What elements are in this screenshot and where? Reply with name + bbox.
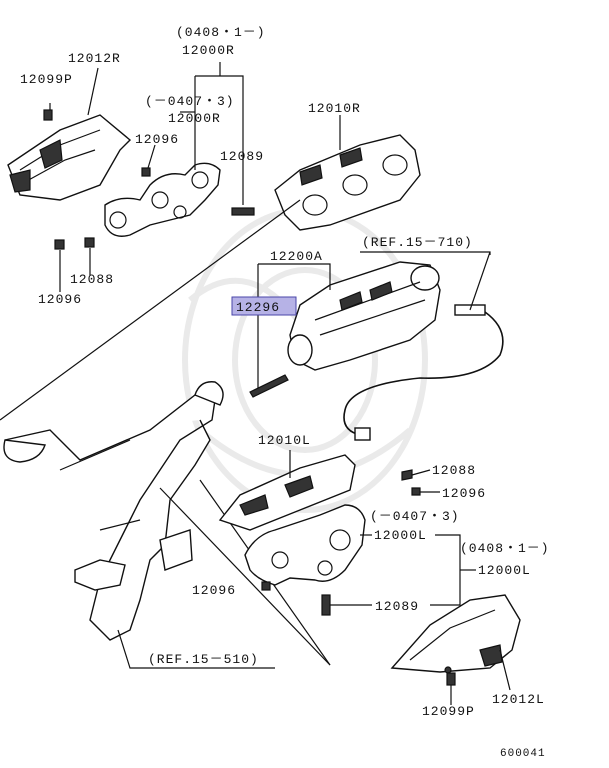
washer-12088-left bbox=[84, 237, 95, 248]
label-12000r-old: 12000R bbox=[168, 111, 221, 126]
leader bbox=[258, 263, 331, 290]
label-date-range-3: (－0407・3) bbox=[370, 509, 460, 524]
label-12200a: 12200A bbox=[270, 249, 323, 264]
leader bbox=[195, 75, 244, 205]
heat-shield-right-bank bbox=[7, 114, 132, 201]
exhaust-manifold-r bbox=[104, 162, 221, 237]
leader bbox=[117, 629, 275, 669]
leader bbox=[411, 469, 431, 476]
washer-12088-right bbox=[401, 469, 413, 481]
stud-12089-bottom bbox=[321, 594, 331, 616]
label-12000l-old: 12000L bbox=[374, 528, 427, 543]
stud-12296 bbox=[249, 374, 289, 398]
leader bbox=[147, 144, 156, 169]
leader bbox=[430, 534, 461, 606]
label-date-range-1: (0408・1－) bbox=[176, 25, 266, 40]
label-12010l: 12010L bbox=[258, 433, 311, 448]
label-12089-bottom: 12089 bbox=[375, 599, 419, 614]
nut-12096-top bbox=[141, 167, 151, 177]
heat-shield-12010r bbox=[274, 134, 421, 231]
label-12096-bottom: 12096 bbox=[192, 583, 236, 598]
stud-12089-top bbox=[231, 207, 255, 216]
catalytic-converter bbox=[287, 261, 441, 371]
bolt-12099p bbox=[43, 103, 53, 121]
label-12096-right: 12096 bbox=[442, 486, 486, 501]
leader bbox=[0, 199, 301, 421]
leader bbox=[360, 251, 491, 255]
nut-12096-right bbox=[411, 487, 421, 496]
label-12099p-top: 12099P bbox=[20, 72, 73, 87]
diagram-id: 600041 bbox=[500, 748, 546, 760]
label-12096-left: 12096 bbox=[38, 292, 82, 307]
nut-12096-bottom bbox=[261, 581, 271, 591]
label-12096-top: 12096 bbox=[135, 132, 179, 147]
label-12296[interactable]: 12296 bbox=[236, 300, 280, 315]
label-12012r: 12012R bbox=[68, 51, 121, 66]
nut-12096-left bbox=[54, 239, 65, 250]
label-12012l: 12012L bbox=[492, 692, 545, 707]
leader bbox=[159, 487, 331, 666]
leader bbox=[499, 649, 511, 691]
label-12088-left: 12088 bbox=[70, 272, 114, 287]
leader bbox=[469, 251, 491, 311]
heat-shield-12010l bbox=[218, 454, 356, 531]
label-12088-right: 12088 bbox=[432, 463, 476, 478]
label-12010r: 12010R bbox=[308, 101, 361, 116]
label-ref-15-510: (REF.15－510) bbox=[148, 652, 259, 667]
bolt-12099p-bottom bbox=[446, 672, 456, 686]
label-date-range-4: (0408・1－) bbox=[460, 541, 550, 556]
label-ref-15-710: (REF.15－710) bbox=[362, 235, 473, 250]
front-pipe bbox=[3, 381, 224, 641]
highlight-box bbox=[231, 296, 297, 316]
label-12000r-new: 12000R bbox=[182, 43, 235, 58]
label-12000l-new: 12000L bbox=[478, 563, 531, 578]
label-date-range-2: (－0407・3) bbox=[145, 94, 235, 109]
label-12089-top: 12089 bbox=[220, 149, 264, 164]
leader bbox=[87, 67, 99, 116]
label-12099p-bottom: 12099P bbox=[422, 704, 475, 719]
